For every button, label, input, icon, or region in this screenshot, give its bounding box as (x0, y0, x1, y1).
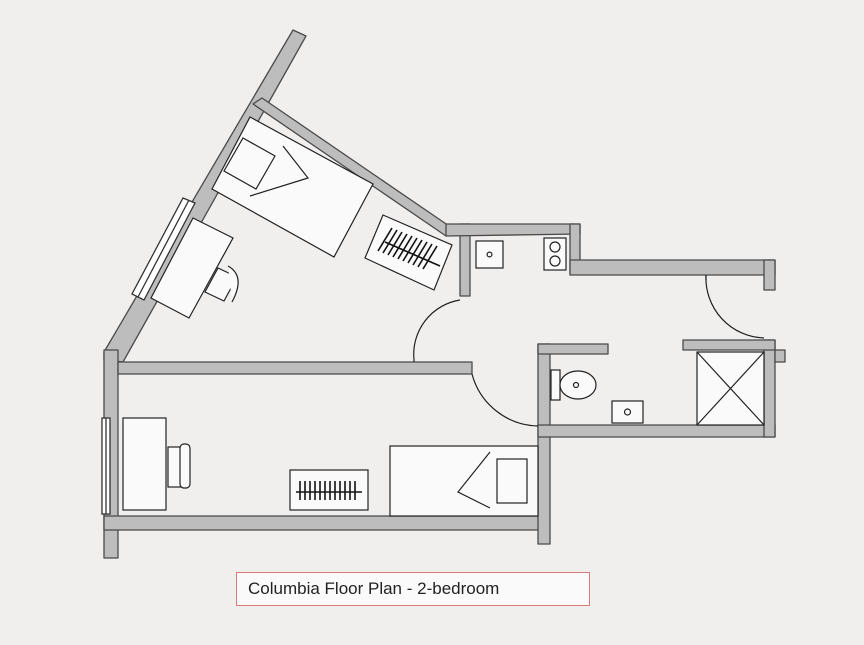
desk-bedroom-2 (122, 417, 167, 511)
desk-bedroom-1 (150, 217, 234, 319)
pillow-bedroom-2 (496, 458, 528, 504)
wall-entry-top (569, 259, 776, 276)
pillow-bedroom-1 (223, 137, 276, 190)
caption-box: Columbia Floor Plan - 2-bedroom (236, 572, 590, 606)
radiator-fins-2 (296, 481, 362, 500)
radiator-fins-1 (377, 227, 441, 270)
wall-entry-jamb (763, 259, 776, 291)
wall-bottom (103, 515, 550, 531)
wall-entry-stub (774, 349, 786, 363)
wall-bath-top (537, 343, 609, 355)
door-bedroom-1 (413, 299, 461, 361)
wall-right (763, 339, 776, 438)
door-bedroom-2 (471, 373, 539, 427)
radiator-bedroom-2 (289, 469, 369, 511)
wall-closet-top (682, 339, 776, 351)
toilet-tank (550, 369, 561, 401)
wall-kitchen-top (445, 223, 581, 237)
wall-bedroom-divider (117, 361, 473, 375)
kitchen-stove (543, 237, 567, 271)
wall-bath-bottom (537, 424, 776, 438)
plan-caption: Columbia Floor Plan - 2-bedroom (248, 579, 500, 598)
bathroom-sink (611, 400, 644, 424)
door-entry (705, 274, 765, 339)
kitchen-sink (475, 240, 504, 269)
wall-bath-left (537, 343, 551, 545)
